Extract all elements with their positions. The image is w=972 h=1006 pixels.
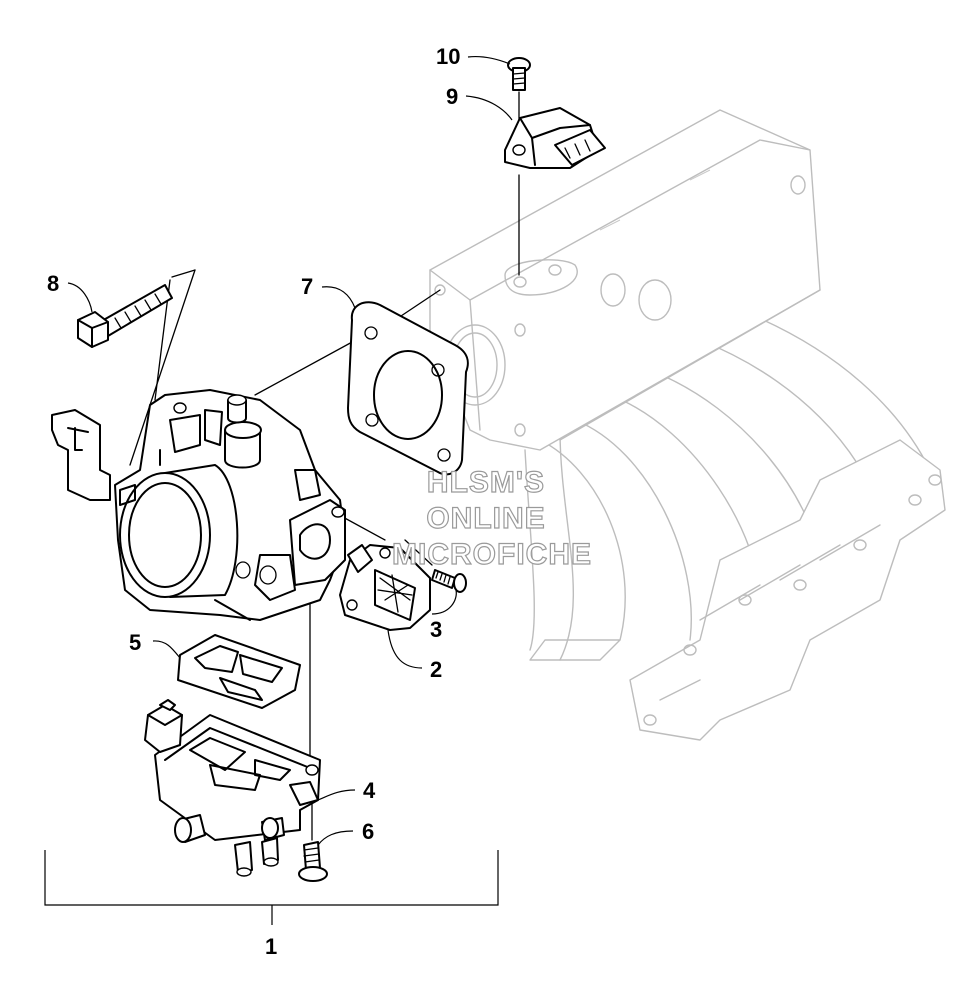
screw-part-10 xyxy=(507,57,531,91)
callout-leaders xyxy=(67,55,513,846)
watermark: HLSM'S ONLINE MICROFICHE xyxy=(391,465,592,571)
callout-9: 9 xyxy=(446,84,458,109)
gasket-part-5 xyxy=(177,634,301,709)
screw-part-6 xyxy=(298,841,328,882)
callout-4: 4 xyxy=(363,778,376,803)
callout-5: 5 xyxy=(129,630,141,655)
throttle-position-sensor-part-2 xyxy=(339,544,431,631)
intake-manifold xyxy=(429,109,946,741)
bolt-part-8 xyxy=(77,284,173,348)
watermark-line-3: MICROFICHE xyxy=(392,538,592,571)
watermark-line-2: ONLINE xyxy=(426,502,545,535)
throttle-body xyxy=(51,389,346,621)
callout-labels: 10 9 8 7 5 3 2 4 6 1 xyxy=(47,44,460,959)
callout-1: 1 xyxy=(265,934,277,959)
callout-2: 2 xyxy=(430,657,442,682)
callout-8: 8 xyxy=(47,271,59,296)
gasket-part-7 xyxy=(347,301,469,476)
screw-part-3 xyxy=(431,569,467,593)
idle-air-control-valve-part-4 xyxy=(144,699,321,877)
watermark-line-1: HLSM'S xyxy=(427,466,545,499)
callout-3: 3 xyxy=(430,617,442,642)
callout-10: 10 xyxy=(436,44,460,69)
assembly-bracket xyxy=(44,850,499,925)
sensor-part-9 xyxy=(504,107,606,169)
callout-6: 6 xyxy=(362,819,374,844)
callout-7: 7 xyxy=(301,274,313,299)
